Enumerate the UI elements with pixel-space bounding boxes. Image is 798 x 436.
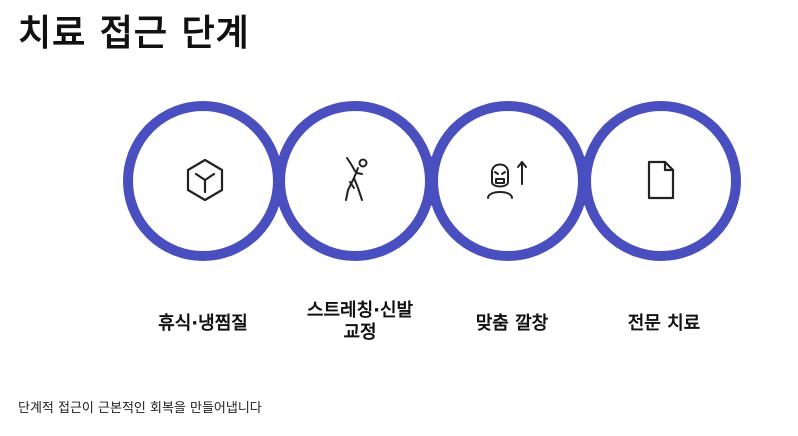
cube-icon <box>186 158 224 202</box>
step-label-1: 휴식·냉찜질 <box>158 313 248 334</box>
step-4 <box>581 101 741 261</box>
footer-caption: 단계적 접근이 근본적인 회복을 만들어냅니다 <box>18 401 262 416</box>
step-label-2-line-2: 교정 <box>343 322 377 343</box>
page-title: 치료 접근 단계 <box>18 13 250 54</box>
step-label-2-line-1: 스트레칭·신발 <box>306 300 414 321</box>
stretching-person-icon <box>345 157 368 201</box>
step-label-3: 맞춤 깔창 <box>475 313 549 334</box>
step-4-ring <box>581 101 741 261</box>
document-icon <box>647 160 675 200</box>
person-face-arrow-up-icon <box>487 161 527 199</box>
step-label-4: 전문 치료 <box>627 313 701 334</box>
step-label-2: 스트레칭·신발 교정 <box>285 300 435 344</box>
step-1-ring <box>123 101 283 261</box>
